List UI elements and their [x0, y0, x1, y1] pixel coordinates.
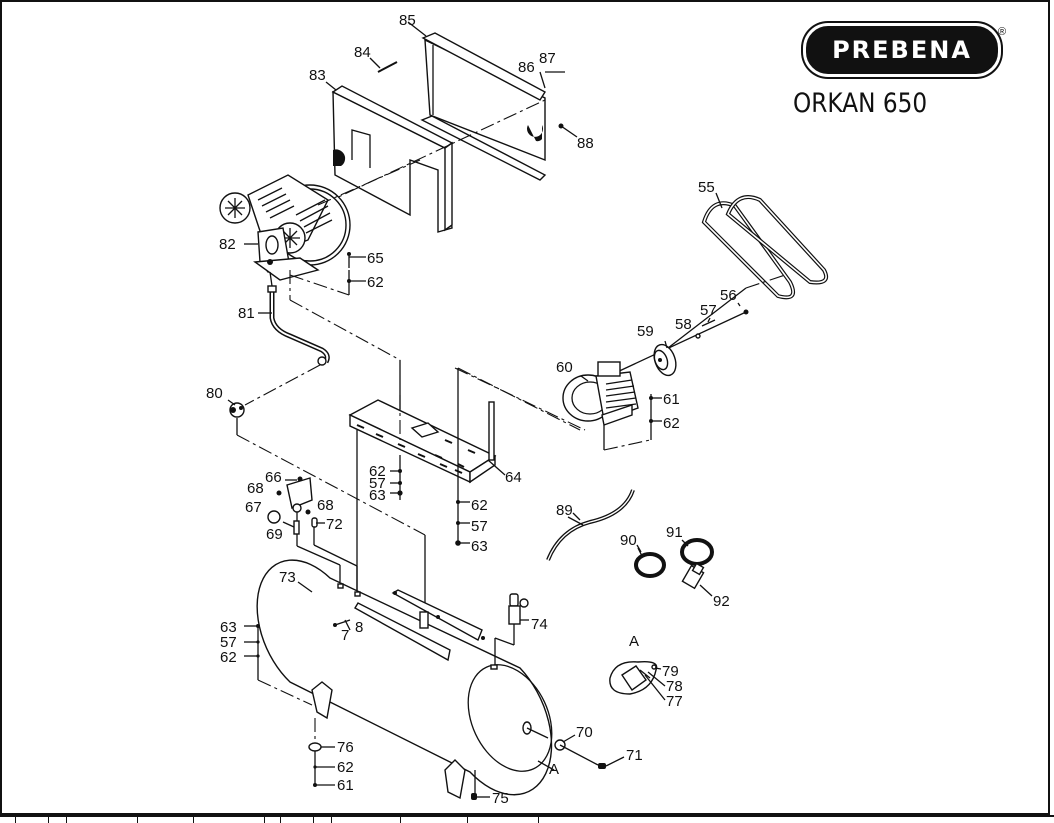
electric-motor: [562, 361, 639, 426]
callout-81: 81: [238, 305, 255, 322]
callout-62-foot: 62: [337, 759, 354, 776]
model-title: ORKAN 650: [793, 88, 928, 119]
callout-64: 64: [505, 469, 522, 486]
part-92-fitting: [681, 562, 705, 590]
callout-78: 78: [666, 678, 683, 695]
callout-67: 67: [245, 499, 262, 516]
callout-59: 59: [637, 323, 654, 340]
belt-guard-back-panel: [420, 32, 547, 181]
callout-73: 73: [279, 569, 296, 586]
callout-71: 71: [626, 747, 643, 764]
callout-57-base-right: 57: [471, 518, 488, 535]
callout-84: 84: [354, 44, 371, 61]
detail-a-pressure-gauge: [609, 660, 658, 695]
callout-62-motor: 62: [663, 415, 680, 432]
part-89-hose: [546, 489, 635, 561]
view-marker-a: A: [549, 761, 559, 778]
safety-valve: [508, 593, 529, 625]
callout-82: 82: [219, 236, 236, 253]
callout-72: 72: [326, 516, 343, 533]
check-valve: [229, 402, 245, 418]
callout-70: 70: [576, 724, 593, 741]
part-58-washer: [695, 333, 701, 339]
callout-79: 79: [662, 663, 679, 680]
callout-88: 88: [577, 135, 594, 152]
callout-74: 74: [531, 616, 548, 633]
part-84-strip: [377, 61, 398, 73]
callout-61-motor: 61: [663, 391, 680, 408]
callout-89: 89: [556, 502, 573, 519]
guard-axis-line: [299, 99, 546, 216]
callout-60: 60: [556, 359, 573, 376]
callout-77: 77: [666, 693, 683, 710]
callout-69: 69: [266, 526, 283, 543]
motor-pulley: [653, 343, 677, 377]
callout-87: 87: [539, 50, 556, 67]
callout-7: 7: [341, 627, 349, 644]
callout-56: 56: [720, 287, 737, 304]
callout-57-tank: 57: [220, 634, 237, 651]
pressure-pipe: [267, 285, 330, 366]
callout-55: 55: [698, 179, 715, 196]
callout-65: 65: [367, 250, 384, 267]
part-90-clamp: [634, 552, 666, 578]
part-75-drain-valve: [471, 793, 477, 800]
brand-logo-text: PREBENA: [832, 36, 972, 64]
callout-86: 86: [518, 59, 535, 76]
callout-68-left: 68: [247, 480, 264, 497]
detail-marker-a: A: [629, 633, 639, 650]
callout-91: 91: [666, 524, 683, 541]
callout-63-tank: 63: [220, 619, 237, 636]
callout-57-base-left: 57: [369, 475, 386, 492]
title-block-strip: [0, 815, 1054, 823]
registered-mark: ®: [998, 26, 1007, 38]
callout-63-base-right: 63: [471, 538, 488, 555]
pump-head: [219, 174, 351, 281]
callout-68-right: 68: [317, 497, 334, 514]
callout-63-base-left: 63: [369, 487, 386, 504]
callout-58: 58: [675, 316, 692, 333]
callout-85: 85: [399, 12, 416, 29]
callout-75: 75: [492, 790, 509, 807]
part-71-fitting: [598, 763, 606, 769]
callout-92: 92: [713, 593, 730, 610]
callout-8: 8: [355, 619, 363, 636]
air-tank: [256, 559, 553, 800]
brand-logo: PREBENA: [806, 26, 998, 74]
callout-61-foot: 61: [337, 777, 354, 794]
callout-90: 90: [620, 532, 637, 549]
callout-62-base-right: 62: [471, 497, 488, 514]
callout-83: 83: [309, 67, 326, 84]
callout-labels: 85 84 83 86 87 88 82 65 62 81 80 55 56 5…: [206, 12, 737, 807]
v-belts: [701, 195, 829, 300]
part-76-damper: [308, 742, 322, 752]
callout-66: 66: [265, 469, 282, 486]
callout-62-pump: 62: [367, 274, 384, 291]
callout-76: 76: [337, 739, 354, 756]
belt-guard-front-panel: [331, 85, 454, 233]
callout-80: 80: [206, 385, 223, 402]
callout-62-tank: 62: [220, 649, 237, 666]
callout-62-base-left: 62: [369, 463, 386, 480]
motor-base-plate: [348, 399, 497, 484]
callout-57-shaft: 57: [700, 302, 717, 319]
